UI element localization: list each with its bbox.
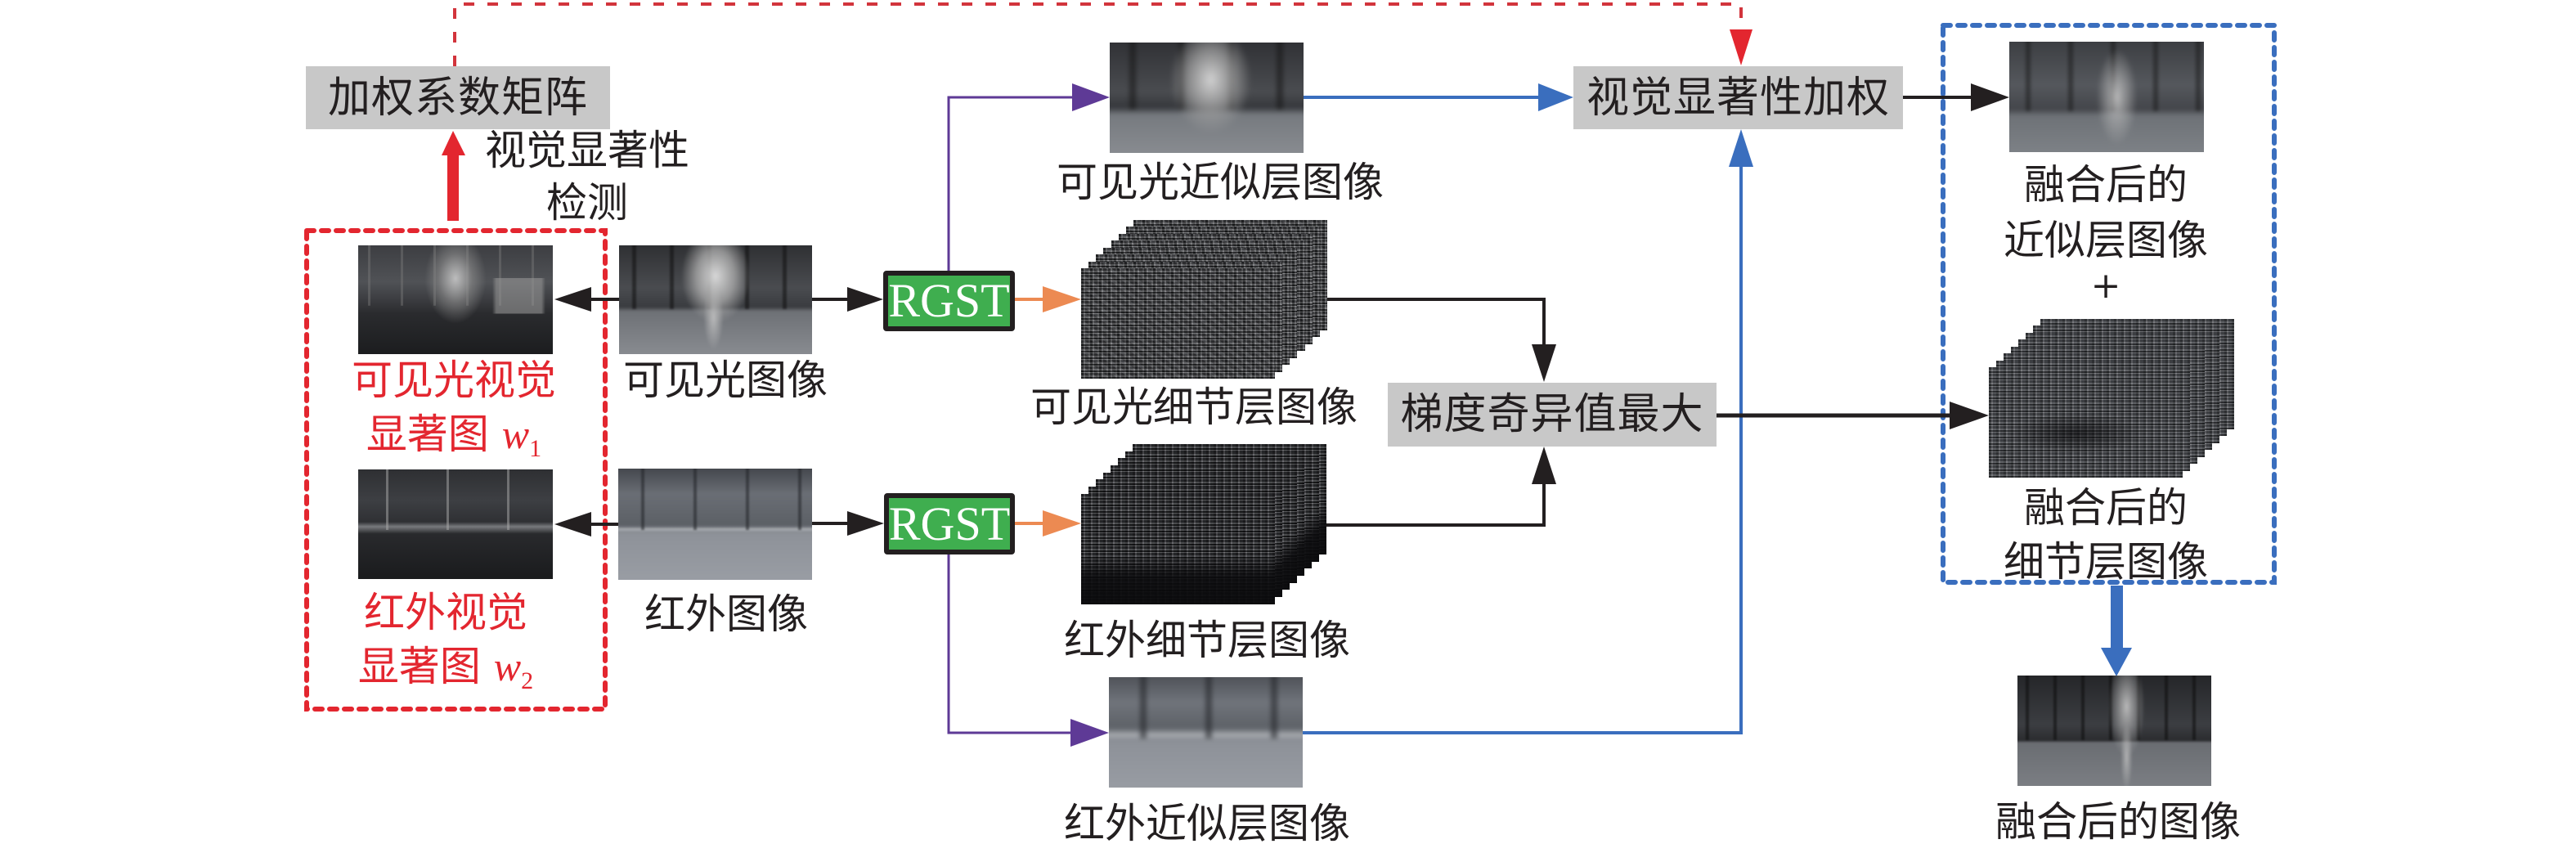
fused-approx-image xyxy=(2009,42,2204,152)
ir-saliency-line2: 显著图 w2 xyxy=(323,640,568,708)
rgst-ir-box: RGST xyxy=(884,493,1015,554)
gradient-svd-max-label: 梯度奇异值最大 xyxy=(1400,390,1704,439)
fused-detail-line1: 融合后的 xyxy=(2024,484,2188,532)
fused-approx-label: 融合后的 近似层图像 + xyxy=(1983,157,2228,304)
fused-detail-arrowhead xyxy=(1950,402,1989,429)
weighting-left-arrowhead xyxy=(1538,83,1573,111)
visible-approx-label: 可见光近似层图像 xyxy=(1057,159,1384,206)
visible-approx-arrowhead xyxy=(1072,83,1110,111)
visible-saliency-line2: 显著图 w1 xyxy=(331,407,577,476)
saliency-maps-group-border xyxy=(304,228,608,712)
rgst-ir-label: RGST xyxy=(888,496,1011,550)
saliency-detection-line2: 检测 xyxy=(546,179,628,227)
svd-top-arrowhead xyxy=(1532,344,1556,382)
ir-saliency-var: w xyxy=(493,644,522,689)
rgst-visible-to-approx-line xyxy=(947,96,1075,271)
weight-matrix-box: 加权系数矩阵 xyxy=(306,66,610,129)
visible-saliency-arrowhead xyxy=(554,287,591,312)
visible-detail-arrowhead xyxy=(1043,286,1081,312)
ir-saliency-map-image xyxy=(358,469,553,579)
saliency-detection-arrowhead xyxy=(442,131,465,155)
ir-approx-arrowhead xyxy=(1070,719,1109,747)
detail-layer xyxy=(1081,268,1275,379)
visible-image xyxy=(619,245,812,354)
weight-matrix-label: 加权系数矩阵 xyxy=(327,73,588,123)
weighting-red-arrowhead xyxy=(1730,29,1752,65)
ir-saliency-subscript: 2 xyxy=(521,667,534,694)
gradient-svd-max-box: 梯度奇异值最大 xyxy=(1388,383,1717,447)
ir-saliency-text: 显著图 xyxy=(357,643,481,690)
fused-detail-stack xyxy=(1989,319,2234,480)
rgst-visible-box: RGST xyxy=(883,271,1015,331)
saliency-detection-label: 视觉显著性 检测 xyxy=(469,124,706,229)
ir-saliency-map-label: 红外视觉 显著图 w2 xyxy=(323,586,568,708)
ir-detail-label: 红外细节层图像 xyxy=(1064,617,1350,664)
ir-saliency-line1: 红外视觉 xyxy=(364,589,527,636)
weighting-bottom-arrowhead xyxy=(1729,129,1753,167)
fused-approx-line1: 融合后的 xyxy=(2024,161,2188,209)
visible-detail-to-svd-line xyxy=(1327,298,1546,348)
fused-image xyxy=(2017,676,2211,786)
saliency-detection-arrow-shaft xyxy=(447,152,459,221)
visible-saliency-map-label: 可见光视觉 显著图 w1 xyxy=(331,353,577,476)
ir-image xyxy=(618,469,812,580)
fused-group-border xyxy=(1941,23,2277,585)
visible-saliency-text: 显著图 xyxy=(366,411,489,458)
fused-output-arrow-shaft xyxy=(2111,586,2123,651)
svd-bottom-arrowhead xyxy=(1532,447,1556,484)
visible-detail-stack xyxy=(1081,220,1327,379)
rgst-ir-to-approx-line xyxy=(947,554,1073,734)
ir-approx-label: 红外近似层图像 xyxy=(1064,800,1350,847)
saliency-detection-line1: 视觉显著性 xyxy=(485,127,689,174)
ir-approx-image xyxy=(1109,677,1303,788)
weight-matrix-to-weighting-dashed-line xyxy=(453,2,1743,66)
ir-approx-to-weighting-line xyxy=(1303,164,1743,734)
visible-detail-label: 可见光细节层图像 xyxy=(1030,384,1358,431)
fused-approx-arrowhead xyxy=(1971,83,2009,111)
ir-detail-to-svd-line xyxy=(1326,481,1546,527)
detail-layer xyxy=(1081,494,1275,604)
ir-saliency-arrowhead xyxy=(554,512,591,536)
visible-saliency-var: w xyxy=(501,411,530,457)
visible-saliency-line1: 可见光视觉 xyxy=(352,357,556,404)
plus-sign: + xyxy=(2090,265,2121,307)
visible-saliency-subscript: 1 xyxy=(529,435,542,462)
rgst-visible-label: RGST xyxy=(888,274,1010,327)
visible-image-label: 可见光图像 xyxy=(623,357,828,404)
fused-detail-label: 融合后的 细节层图像 xyxy=(1983,481,2228,589)
visible-rgst-arrowhead xyxy=(847,287,883,312)
ir-rgst-arrowhead xyxy=(847,511,884,536)
saliency-weighting-box: 视觉显著性加权 xyxy=(1573,66,1903,129)
ir-detail-arrowhead xyxy=(1043,510,1081,536)
ir-image-label: 红外图像 xyxy=(644,590,808,638)
visible-saliency-map-image xyxy=(358,245,553,354)
ir-detail-stack xyxy=(1081,444,1326,604)
visible-approx-image xyxy=(1110,43,1304,153)
saliency-weighting-label: 视觉显著性加权 xyxy=(1586,73,1890,123)
fused-detail-line2: 细节层图像 xyxy=(2004,538,2208,586)
fused-image-label: 融合后的图像 xyxy=(1995,798,2241,846)
detail-layer xyxy=(1989,367,2183,478)
fused-output-arrowhead xyxy=(2101,648,2132,676)
fused-approx-line2: 近似层图像 xyxy=(2004,217,2208,264)
